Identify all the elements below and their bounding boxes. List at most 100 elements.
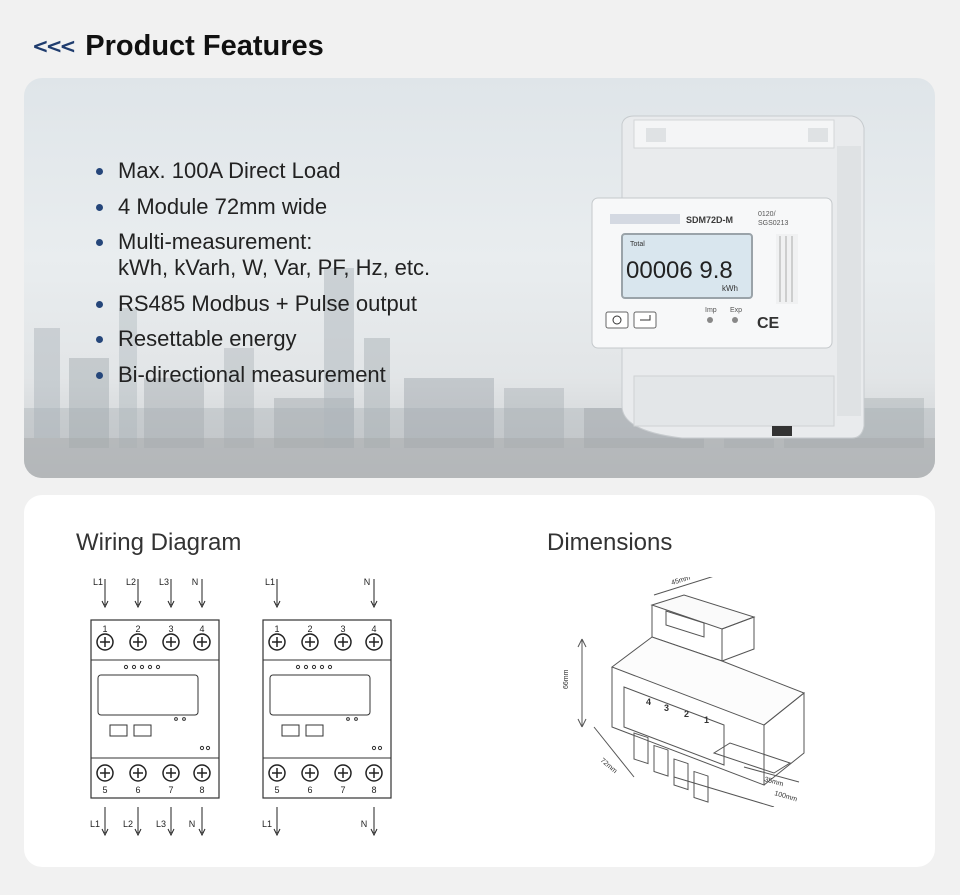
terminal-number: 1	[102, 624, 107, 634]
pulse-terminal-dot	[377, 745, 383, 751]
line-label: N	[364, 577, 371, 587]
line-label: L1	[93, 577, 103, 587]
display-reading: 00006 9.8	[626, 257, 733, 284]
terminal-number: 7	[340, 785, 345, 795]
screw-cross-icon	[305, 768, 315, 778]
scroll-button[interactable]	[605, 311, 629, 329]
indicator-dot	[147, 664, 153, 670]
terminal-number: 8	[371, 785, 376, 795]
line-label: L2	[123, 819, 133, 829]
dim-length: 100mm	[773, 790, 798, 803]
bottom-terminal-block	[90, 757, 220, 799]
button-outline	[133, 724, 152, 737]
dim-terminal: 2	[684, 709, 689, 719]
screw-cross-icon	[197, 637, 207, 647]
arrow-down-icon	[370, 579, 378, 609]
feature-list: Max. 100A Direct Load 4 Module 72mm wide…	[96, 158, 430, 397]
energy-meter-image: SDM72D-M 0120/ SGS0213 Total 00006 9.8 k…	[591, 115, 865, 439]
bullet-icon	[96, 336, 103, 343]
arrow-down-icon	[134, 579, 142, 609]
led-dot	[354, 717, 358, 721]
pulse-terminal-dot	[205, 745, 211, 751]
bullet-icon	[96, 239, 103, 246]
terminal-number: 5	[102, 785, 107, 795]
arrow-down-icon	[198, 579, 206, 609]
arrow-down-icon	[167, 579, 175, 609]
arrow-down-icon	[167, 807, 175, 837]
pulse-terminal-dot	[199, 745, 205, 751]
button-outline	[109, 724, 128, 737]
bullet-icon	[96, 168, 103, 175]
terminal-number: 4	[371, 624, 376, 634]
display-label: Total	[630, 241, 645, 248]
terminal-number: 5	[274, 785, 279, 795]
led-dot	[174, 717, 178, 721]
terminal-number: 1	[274, 624, 279, 634]
dim-width-top: 45mm	[671, 577, 692, 587]
screw-cross-icon	[369, 637, 379, 647]
screw-cross-icon	[166, 637, 176, 647]
dimensions-drawing: 45mm 66mm 72mm 35mm 100mm 4 3 2 1	[563, 577, 805, 807]
bullet-icon	[96, 203, 103, 211]
screw-cross-icon	[338, 768, 348, 778]
features-card: Max. 100A Direct Load 4 Module 72mm wide…	[24, 78, 935, 478]
dimensions-heading: Dimensions	[547, 529, 673, 556]
screw-cross-icon	[133, 637, 143, 647]
screw-cross-icon	[272, 768, 282, 778]
feature-item: Resettable energy	[96, 326, 430, 352]
indicator-dot	[155, 664, 161, 670]
line-label: N	[192, 577, 199, 587]
top-terminal-block	[262, 619, 392, 661]
line-label: L2	[126, 577, 136, 587]
feature-item: RS485 Modbus + Pulse output	[96, 291, 430, 317]
exp-label: Exp	[730, 307, 742, 314]
arrow-down-icon	[134, 807, 142, 837]
dim-terminal: 4	[646, 697, 651, 707]
cert-line-1: 0120/	[758, 211, 776, 218]
page-title: Product Features	[85, 29, 324, 62]
dim-height: 66mm	[563, 669, 570, 689]
arrow-down-icon	[198, 807, 206, 837]
bottom-terminal-block	[262, 757, 392, 799]
screw-cross-icon	[133, 768, 143, 778]
line-label: N	[361, 819, 368, 829]
indicator-dot	[311, 664, 317, 670]
indicator-dot	[123, 664, 129, 670]
dim-terminal: 1	[704, 715, 709, 725]
top-terminal-block	[90, 619, 220, 661]
screw-cross-icon	[305, 637, 315, 647]
arrow-down-icon	[273, 807, 281, 837]
terminal-number: 6	[307, 785, 312, 795]
terminal-number: 2	[307, 624, 312, 634]
bullet-icon	[96, 371, 103, 379]
arrow-down-icon	[370, 807, 378, 837]
terminal-number: 8	[199, 785, 204, 795]
terminal-number: 3	[168, 624, 173, 634]
dim-terminal: 3	[664, 703, 669, 713]
led-dot	[346, 717, 350, 721]
screw-cross-icon	[100, 768, 110, 778]
ce-mark: CE	[757, 315, 780, 332]
indicator-dot	[303, 664, 309, 670]
arrow-down-icon	[273, 579, 281, 609]
dim-depth: 72mm	[599, 757, 619, 775]
arrow-down-icon	[101, 807, 109, 837]
indicator-dot	[295, 664, 301, 670]
feature-item: Max. 100A Direct Load	[96, 158, 430, 184]
imp-label: Imp	[705, 307, 717, 314]
line-label: N	[189, 819, 196, 829]
triple-chevron-icon: <<<	[32, 34, 76, 58]
screw-cross-icon	[166, 768, 176, 778]
indicator-dot	[139, 664, 145, 670]
screw-cross-icon	[100, 637, 110, 647]
button-outline	[305, 724, 324, 737]
feature-item: Bi-directional measurement	[96, 362, 430, 388]
terminal-number: 7	[168, 785, 173, 795]
line-label: L3	[156, 819, 166, 829]
indicator-dot	[327, 664, 333, 670]
feature-item: Multi-measurement:kWh, kVarh, W, Var, PF…	[96, 229, 430, 281]
lcd-outline	[269, 674, 371, 716]
cert-line-2: SGS0213	[758, 220, 788, 227]
dim-rail: 35mm	[763, 776, 784, 788]
